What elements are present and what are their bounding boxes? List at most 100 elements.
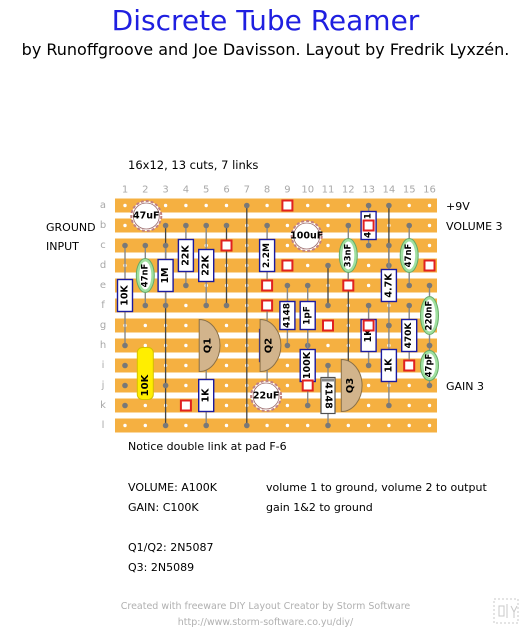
volume3-label: VOLUME 3: [446, 220, 503, 233]
strip-hole: [346, 423, 350, 428]
strip-hole: [407, 403, 411, 408]
component-label: 220nF: [425, 301, 435, 331]
component-label: Q2: [264, 338, 275, 354]
strip-hole: [427, 223, 432, 228]
solder-pad: [264, 222, 270, 229]
strip-hole: [163, 203, 168, 208]
film-capacitor-face: [423, 299, 436, 332]
strip-cut: [261, 279, 274, 292]
column-label: 4: [183, 185, 189, 196]
column-label: 6: [223, 185, 229, 196]
strip-hole: [184, 203, 188, 208]
column-label: 10: [301, 185, 314, 196]
copper-strip: [115, 198, 437, 213]
strip-hole: [285, 403, 290, 408]
component-label: 2.2M: [262, 243, 272, 268]
row-label: d: [100, 260, 106, 271]
solder-pad: [162, 242, 169, 249]
solder-pad: [365, 302, 372, 309]
transistor: [198, 318, 221, 373]
strip-hole: [265, 423, 269, 428]
resistor: [380, 268, 398, 303]
strip-hole: [204, 203, 208, 208]
solder-pad: [345, 222, 352, 229]
strip-hole: [143, 323, 147, 328]
strip-hole: [184, 363, 188, 368]
board-stats: 16x12, 13 cuts, 7 links: [128, 158, 259, 172]
strip-cut: [179, 399, 192, 412]
strip-hole: [285, 223, 290, 228]
film-capacitor-face: [403, 241, 416, 270]
column-label: 2: [142, 185, 148, 196]
component-label: 1M: [160, 267, 171, 283]
strip-hole: [184, 303, 188, 308]
solder-pad: [284, 342, 291, 349]
column-label: 11: [322, 185, 335, 196]
volume-spec: VOLUME: A100K: [128, 481, 217, 494]
solder-pad: [406, 282, 413, 289]
solder-pad: [284, 282, 291, 289]
diy-logo-icon: [493, 598, 519, 624]
footer-credit: Created with freeware DIY Layout Creator…: [120, 601, 411, 612]
strip-hole: [184, 343, 188, 348]
strip-hole: [306, 423, 310, 428]
row-label: c: [100, 240, 106, 251]
strip-hole: [427, 243, 432, 248]
solder-pad: [426, 382, 433, 389]
strip-cut: [281, 199, 294, 212]
row-label: i: [102, 360, 105, 371]
strip-hole: [143, 423, 147, 428]
column-label: 8: [264, 185, 270, 196]
strip-hole: [326, 343, 330, 348]
resistor: [197, 378, 215, 413]
strip-hole: [366, 283, 371, 288]
strip-hole: [407, 383, 411, 388]
row-label: g: [100, 320, 106, 331]
strip-hole: [306, 263, 310, 268]
strip-hole: [427, 423, 432, 428]
q1-q2-spec: Q1/Q2: 2N5087: [128, 541, 214, 554]
solder-pad: [325, 362, 331, 369]
page-subtitle: by Runoffgroove and Joe Davisson. Layout…: [21, 40, 510, 59]
component-label: 47nF: [140, 263, 150, 287]
solder-pad: [223, 222, 230, 229]
component-label: Q1: [203, 338, 214, 354]
solder-pad: [142, 242, 149, 249]
solder-pad: [223, 302, 230, 309]
column-label: 7: [244, 185, 250, 196]
strip-hole: [184, 423, 188, 428]
copper-strip: [115, 318, 437, 333]
component-label: 10K: [120, 285, 131, 306]
strip-hole: [427, 403, 432, 408]
strip-hole: [366, 263, 371, 268]
solder-pad: [426, 282, 433, 289]
strip-hole: [184, 383, 188, 388]
gain3-label: GAIN 3: [446, 380, 485, 393]
solder-pad: [365, 202, 372, 209]
solder-pad: [162, 422, 169, 429]
solder-pad: [122, 362, 128, 369]
component-label: 47uF: [133, 211, 159, 222]
diode: [320, 376, 336, 415]
strip-hole: [143, 343, 147, 348]
solder-pad: [325, 422, 331, 429]
strip-hole: [326, 223, 330, 228]
copper-strip: [115, 218, 437, 233]
strip-hole: [123, 423, 127, 428]
row-label: e: [100, 280, 106, 291]
strip-hole: [123, 203, 127, 208]
strip-hole: [427, 203, 432, 208]
copper-strip: [115, 298, 437, 313]
solder-pad: [304, 402, 311, 409]
component-label: 1pF: [303, 306, 313, 325]
strip-hole: [285, 363, 290, 368]
strip-hole: [387, 423, 391, 428]
strip-cut: [362, 319, 375, 332]
component-label: 470K: [404, 322, 414, 349]
column-label: 13: [362, 185, 375, 196]
strip-hole: [285, 243, 290, 248]
component-label: 33nF: [343, 243, 353, 267]
